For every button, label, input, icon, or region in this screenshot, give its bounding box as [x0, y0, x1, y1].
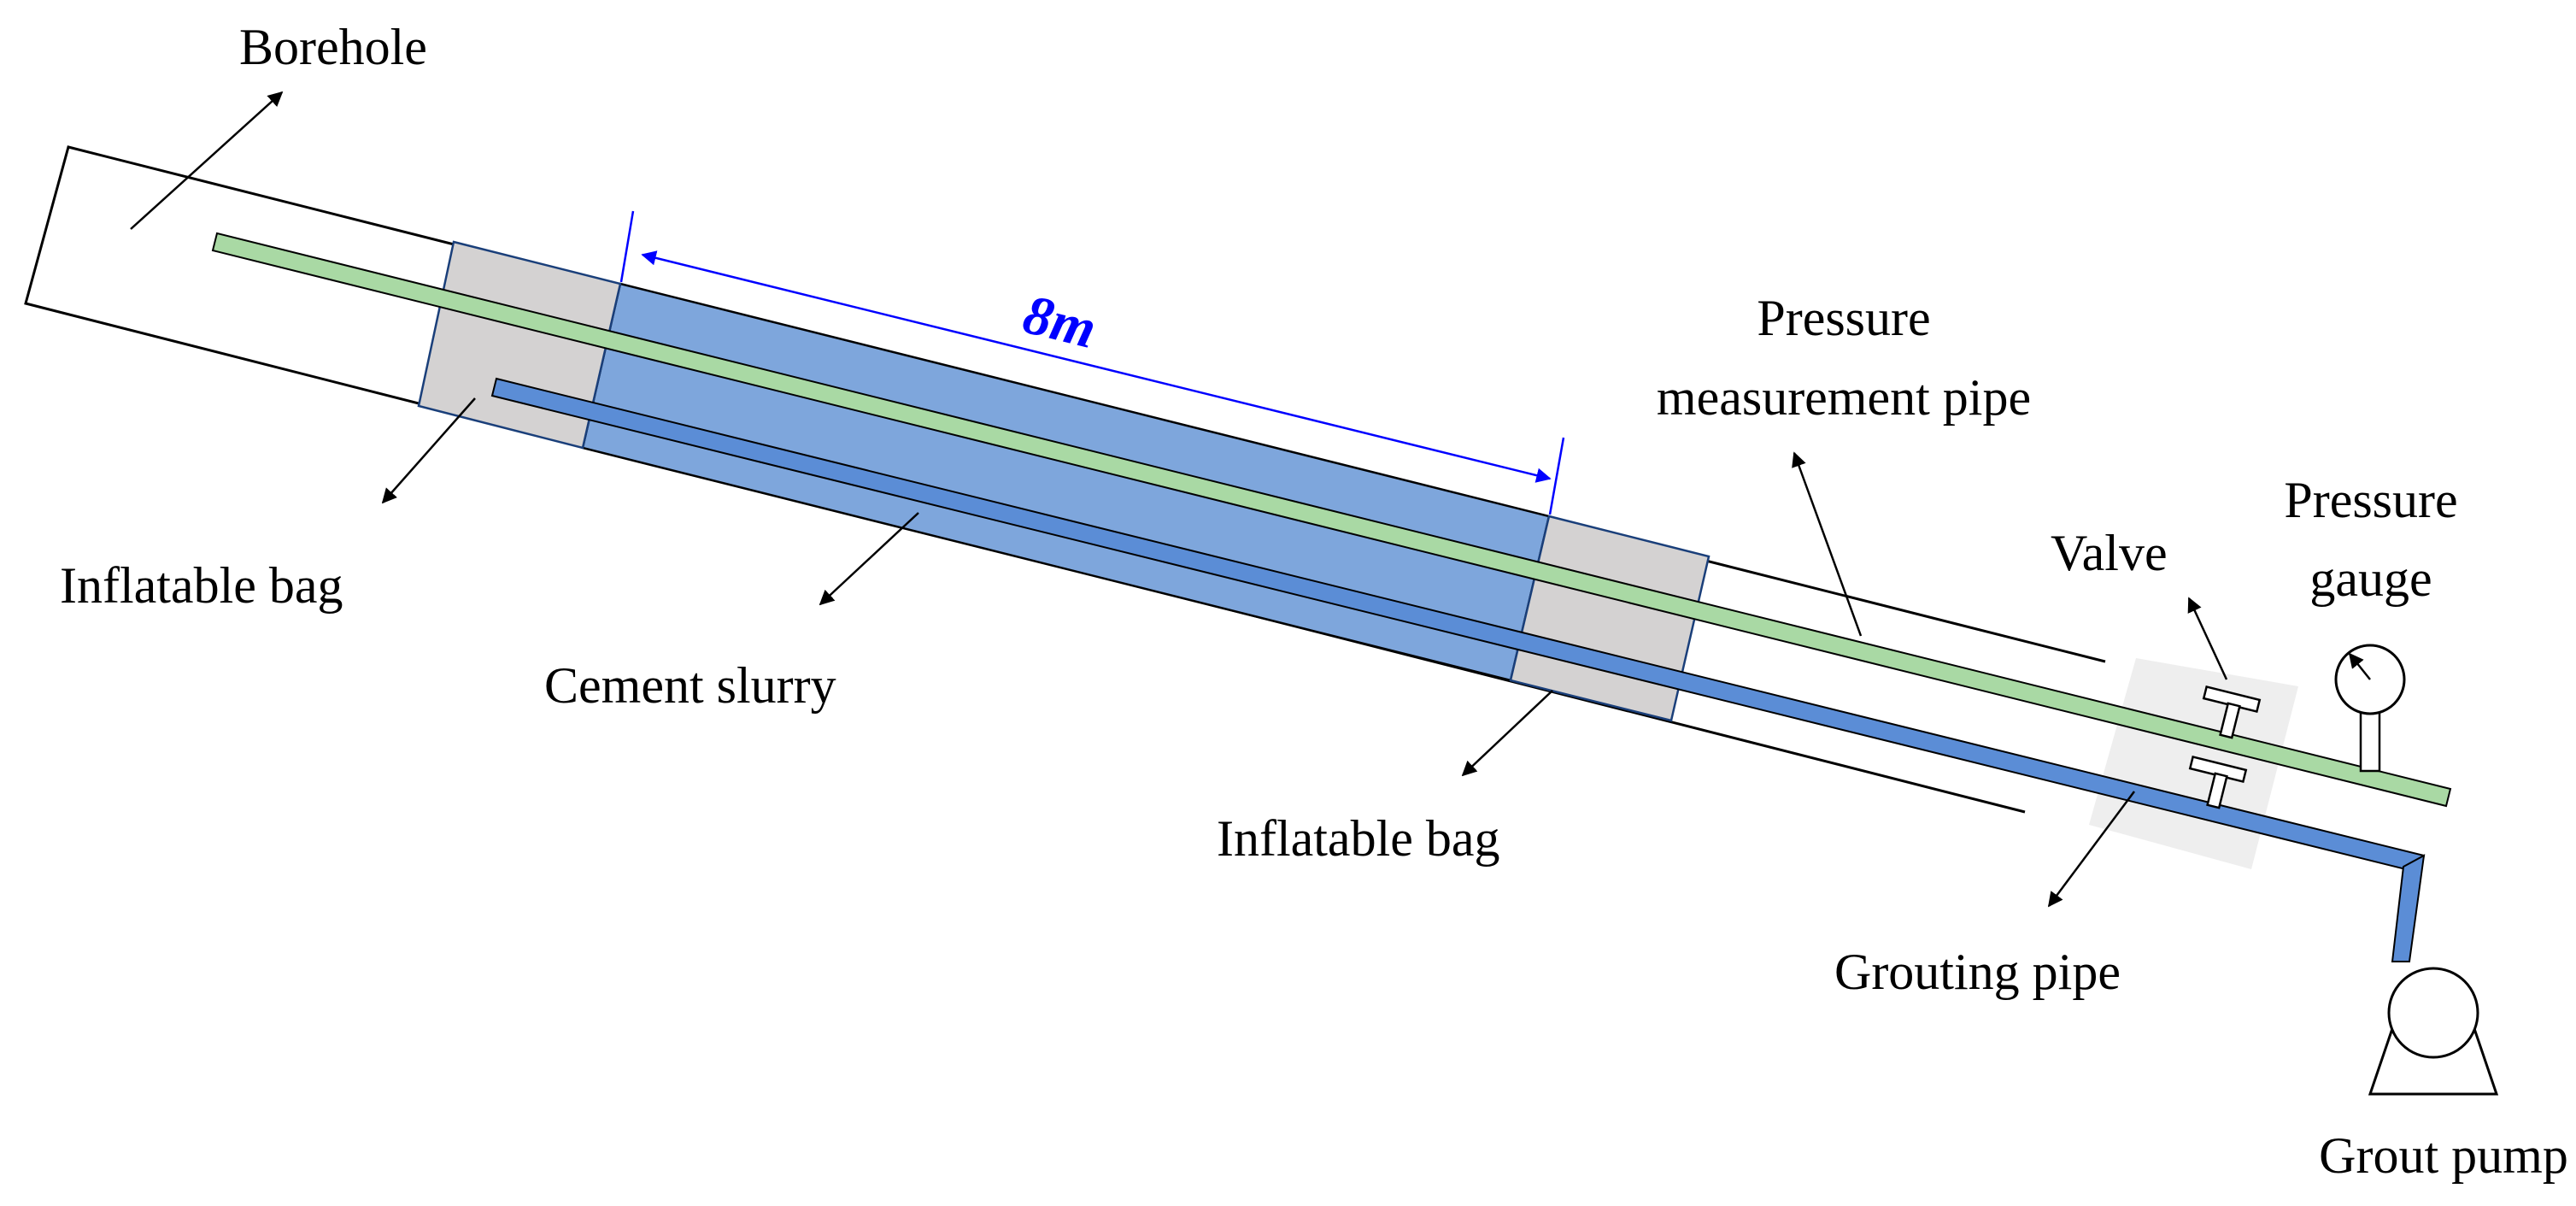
inflatable-bag-right-arrow: [1461, 690, 1553, 777]
grouting-pipe-vertical: [2391, 854, 2426, 962]
borehole-label: Borehole: [239, 19, 427, 75]
pressure-gauge-label-line1: Pressure: [2284, 472, 2457, 528]
valve-icon: [2188, 685, 2262, 809]
dimension-tick-left: [619, 210, 635, 283]
inflatable-bag-right-label: Inflatable bag: [1217, 810, 1500, 867]
pressure-pipe-arrow: [1792, 451, 1863, 637]
labels: Borehole Inflatable bag Cement slurry In…: [60, 19, 2568, 1184]
dimension-tick-right: [1548, 437, 1565, 515]
pressure-pipe-label-line2: measurement pipe: [1657, 369, 2031, 426]
pressure-gauge-label-line2: gauge: [2309, 550, 2432, 607]
pressure-pipe-label-line1: Pressure: [1757, 290, 1930, 346]
borehole-arrow: [130, 91, 284, 230]
grouting-pipe-horizontal: [490, 377, 2426, 874]
valve-label: Valve: [2051, 525, 2168, 581]
dimension-line: [641, 250, 1552, 483]
grouting-pipe-label: Grouting pipe: [1834, 944, 2121, 1000]
grout-pump-icon: [2368, 967, 2499, 1096]
inflatable-bag-left-label: Inflatable bag: [60, 557, 343, 614]
leader-arrows: [130, 91, 2228, 908]
cement-slurry-arrow: [819, 512, 919, 606]
cement-slurry-label: Cement slurry: [544, 657, 836, 714]
grout-pump-label: Grout pump: [2319, 1127, 2568, 1184]
pressure-measurement-pipe: [211, 232, 2452, 808]
grouting-pipe-arrow: [2047, 791, 2136, 908]
pressure-gauge-icon: [2334, 644, 2406, 773]
valve-arrow: [2187, 597, 2228, 680]
inflatable-bag-left-arrow: [381, 397, 476, 504]
dimension-label: 8m: [1018, 283, 1102, 361]
